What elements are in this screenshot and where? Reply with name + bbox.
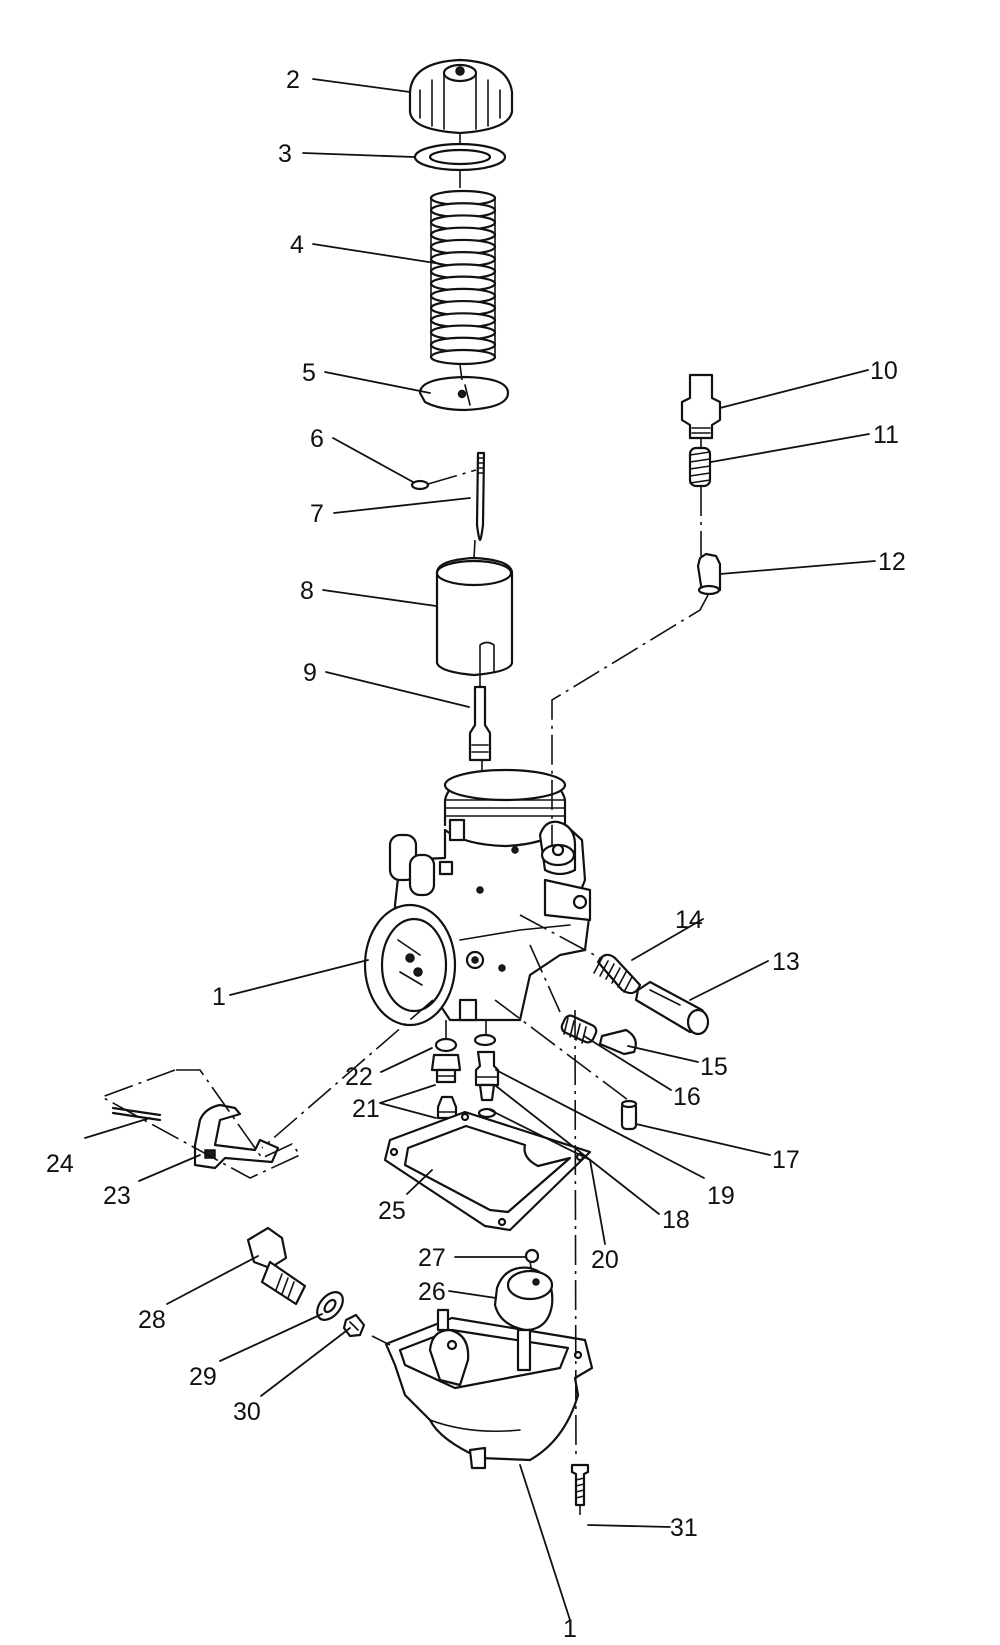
callout-6: 6: [310, 425, 324, 453]
part-main-jet-holder: [430, 1037, 462, 1084]
callout-21: 21: [352, 1095, 380, 1123]
part-float: [493, 1266, 554, 1332]
callout-24: 24: [46, 1150, 74, 1178]
callout-3: 3: [278, 140, 292, 168]
callout-17: 17: [772, 1146, 800, 1174]
spring-coil: [429, 348, 497, 366]
callout-4: 4: [290, 231, 304, 259]
callout-22: 22: [345, 1063, 373, 1091]
part-float-arm-pin: [111, 1106, 162, 1122]
callout-31: 31: [670, 1514, 698, 1542]
part-float-valve-seat: [474, 1050, 500, 1102]
part-plunger: [696, 552, 722, 596]
part-needle-clip: [410, 479, 430, 491]
part-idle-screw: [634, 980, 710, 1036]
part-drain-bolt: [246, 1226, 307, 1306]
part-float-arm: [193, 1103, 280, 1170]
part-carburetor-body: [363, 768, 592, 1027]
part-needle-jet: [468, 685, 492, 762]
callout-18: 18: [662, 1206, 690, 1234]
callout-1-body: 1: [212, 983, 226, 1011]
callout-16: 16: [673, 1083, 701, 1111]
part-air-screw-spring: [560, 1014, 598, 1044]
part-pin: [620, 1099, 638, 1131]
part-spring: [429, 189, 497, 366]
callout-10: 10: [870, 357, 898, 385]
callout-28: 28: [138, 1306, 166, 1334]
part-gasket: [383, 1110, 592, 1232]
part-air-screw: [598, 1028, 637, 1056]
part-cap: [408, 58, 514, 135]
callout-13: 13: [772, 948, 800, 976]
part-float-bowl: [384, 1308, 594, 1470]
callout-8: 8: [300, 577, 314, 605]
callout-14: 14: [675, 906, 703, 934]
callout-20: 20: [591, 1246, 619, 1274]
callout-9: 9: [303, 659, 317, 687]
callout-26: 26: [418, 1278, 446, 1306]
leader-lines: [84, 78, 876, 1621]
callout-19: 19: [707, 1182, 735, 1210]
part-spring-plate: [418, 375, 510, 412]
part-idle-spring: [593, 953, 642, 995]
centerlines: [261, 133, 709, 1515]
part-fitting: [680, 373, 722, 440]
part-bowl-screw: [570, 1463, 590, 1507]
part-jet-needle: [475, 451, 486, 542]
part-small-spring: [688, 446, 712, 488]
part-float-pin-ball: [524, 1248, 540, 1264]
callout-15: 15: [700, 1053, 728, 1081]
callout-5: 5: [302, 359, 316, 387]
part-washer-ring: [413, 142, 507, 172]
callout-30: 30: [233, 1398, 261, 1426]
spring-outline: [430, 197, 496, 358]
part-o-ring: [477, 1107, 497, 1119]
callout-29: 29: [189, 1363, 217, 1391]
float-arm-outline-dash: [100, 1069, 302, 1179]
callout-11: 11: [873, 421, 899, 449]
callout-labels: 2 3 4 5 6 7 8 9 10 11 12 1 14 13 15 16 1…: [46, 66, 906, 1643]
callout-23: 23: [103, 1182, 131, 1210]
callout-1-bowl: 1: [563, 1615, 577, 1643]
part-main-jet: [436, 1095, 458, 1120]
part-drain-screw: [342, 1313, 366, 1338]
part-throttle-slide: [435, 556, 514, 677]
callout-12: 12: [878, 548, 906, 576]
callout-7: 7: [310, 500, 324, 528]
callout-2: 2: [286, 66, 300, 94]
callout-25: 25: [378, 1197, 406, 1225]
part-float-valve-washer: [473, 1033, 497, 1047]
callout-27: 27: [418, 1244, 446, 1272]
part-drain-washer: [316, 1291, 344, 1321]
